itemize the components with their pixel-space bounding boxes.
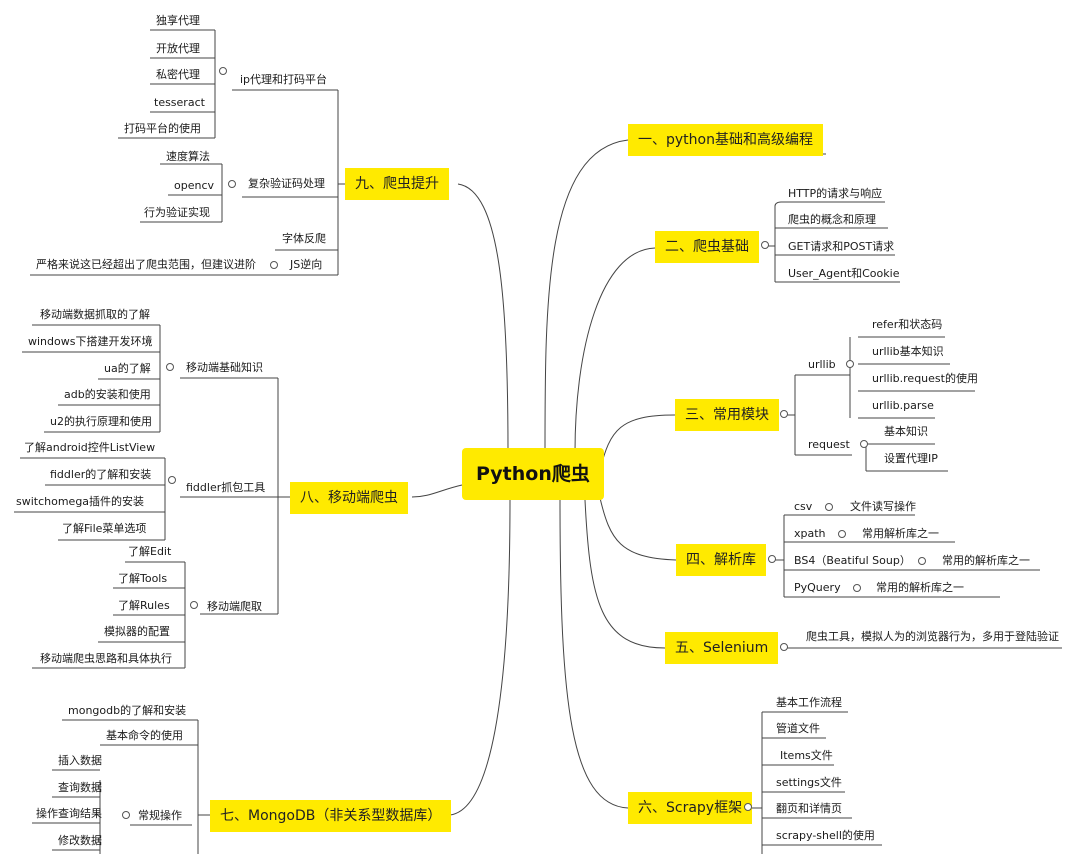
- leaf-item: scrapy-shell的使用: [776, 829, 875, 842]
- leaf-item: urllib.parse: [872, 399, 934, 412]
- leaf-item: ua的了解: [104, 362, 151, 375]
- subgroup-common-ops: 常规操作: [138, 809, 182, 822]
- root-node[interactable]: Python爬虫: [462, 448, 604, 500]
- subgroup-request: request: [808, 438, 850, 451]
- leaf-item: 基本命令的使用: [106, 729, 183, 742]
- branch-scrapy[interactable]: 六、Scrapy框架: [628, 792, 753, 824]
- leaf-item: GET请求和POST请求: [788, 240, 895, 253]
- subgroup-mobile-crawl: 移动端爬取: [207, 600, 262, 613]
- collapse-dot-icon[interactable]: [744, 803, 752, 811]
- leaf-item: 爬虫的概念和原理: [788, 213, 876, 226]
- leaf-item: 字体反爬: [282, 232, 326, 245]
- collapse-dot-icon[interactable]: [780, 410, 788, 418]
- subgroup-urllib: urllib: [808, 358, 836, 371]
- leaf-item: settings文件: [776, 776, 842, 789]
- collapse-dot-icon[interactable]: [853, 584, 861, 592]
- leaf-item: 了解Edit: [128, 545, 172, 558]
- collapse-dot-icon[interactable]: [860, 440, 868, 448]
- leaf-desc: 文件读写操作: [850, 500, 916, 513]
- leaf-item: u2的执行原理和使用: [50, 415, 152, 428]
- branch-mongodb[interactable]: 七、MongoDB（非关系型数据库）: [210, 800, 452, 832]
- collapse-dot-icon[interactable]: [768, 555, 776, 563]
- leaf-item: 基本知识: [884, 425, 928, 438]
- leaf-item: User_Agent和Cookie: [788, 267, 900, 280]
- leaf-item: PyQuery: [794, 581, 841, 594]
- leaf-item: 行为验证实现: [144, 206, 210, 219]
- branch-selenium[interactable]: 五、Selenium: [665, 632, 779, 664]
- leaf-item: HTTP的请求与响应: [788, 187, 883, 200]
- branch-parsing-libs[interactable]: 四、解析库: [676, 544, 766, 576]
- leaf-item: Items文件: [780, 749, 833, 762]
- leaf-item: 打码平台的使用: [124, 122, 201, 135]
- leaf-item: 插入数据: [58, 754, 102, 767]
- branch-common-modules[interactable]: 三、常用模块: [675, 399, 779, 431]
- collapse-dot-icon[interactable]: [825, 503, 833, 511]
- leaf-item: 了解File菜单选项: [62, 522, 147, 535]
- leaf-item: adb的安装和使用: [64, 388, 151, 401]
- collapse-dot-icon[interactable]: [219, 67, 227, 75]
- leaf-item: 了解Rules: [118, 599, 170, 612]
- collapse-dot-icon[interactable]: [122, 811, 130, 819]
- leaf-item: BS4（Beatiful Soup）: [794, 554, 911, 567]
- leaf-item: 模拟器的配置: [104, 625, 170, 638]
- leaf-item: 了解Tools: [118, 572, 168, 585]
- branch-crawler-advanced[interactable]: 九、爬虫提升: [345, 168, 449, 200]
- leaf-item: switchomega插件的安装: [16, 495, 145, 508]
- leaf-item: mongodb的了解和安装: [68, 704, 187, 717]
- branch-crawler-basics[interactable]: 二、爬虫基础: [655, 231, 759, 263]
- collapse-dot-icon[interactable]: [168, 476, 176, 484]
- leaf-item: 操作查询结果: [36, 807, 102, 820]
- collapse-dot-icon[interactable]: [190, 601, 198, 609]
- leaf-item: tesseract: [154, 96, 205, 109]
- subgroup-js-reverse: JS逆向: [290, 258, 323, 271]
- leaf-item: fiddler的了解和安装: [50, 468, 152, 481]
- leaf-item: refer和状态码: [872, 318, 943, 331]
- leaf-item: 私密代理: [156, 68, 200, 81]
- leaf-item: 管道文件: [776, 722, 820, 735]
- leaf-item: 移动端数据抓取的了解: [40, 308, 150, 321]
- leaf-item: 速度算法: [166, 150, 210, 163]
- collapse-dot-icon[interactable]: [761, 241, 769, 249]
- branch-mobile-crawler[interactable]: 八、移动端爬虫: [290, 482, 408, 514]
- leaf-item: 设置代理IP: [884, 452, 938, 465]
- leaf-item: opencv: [174, 179, 215, 192]
- leaf-desc: 常用的解析库之一: [876, 581, 964, 594]
- subgroup-mobile-basics: 移动端基础知识: [186, 361, 263, 374]
- leaf-item: 独享代理: [156, 14, 200, 27]
- subgroup-proxy-captcha: ip代理和打码平台: [240, 73, 328, 86]
- leaf-item: 修改数据: [58, 834, 102, 847]
- leaf-item: 移动端爬虫思路和具体执行: [40, 652, 172, 665]
- collapse-dot-icon[interactable]: [270, 261, 278, 269]
- branch-python-basics[interactable]: 一、python基础和高级编程: [628, 124, 823, 156]
- collapse-dot-icon[interactable]: [228, 180, 236, 188]
- leaf-item: 翻页和详情页: [776, 802, 842, 815]
- leaf-desc: 爬虫工具，模拟人为的浏览器行为，多用于登陆验证: [806, 630, 1059, 643]
- leaf-item: csv: [794, 500, 813, 513]
- leaf-desc: 常用的解析库之一: [942, 554, 1030, 567]
- collapse-dot-icon[interactable]: [166, 363, 174, 371]
- leaf-desc: 常用解析库之一: [862, 527, 939, 540]
- leaf-item: urllib基本知识: [872, 345, 944, 358]
- leaf-item: xpath: [794, 527, 826, 540]
- collapse-dot-icon[interactable]: [838, 530, 846, 538]
- collapse-dot-icon[interactable]: [846, 360, 854, 368]
- leaf-item: windows下搭建开发环境: [28, 335, 153, 348]
- subgroup-complex-captcha: 复杂验证码处理: [248, 177, 325, 190]
- collapse-dot-icon[interactable]: [780, 643, 788, 651]
- leaf-item: 基本工作流程: [776, 696, 842, 709]
- leaf-item: 了解android控件ListView: [24, 441, 156, 454]
- collapse-dot-icon[interactable]: [918, 557, 926, 565]
- leaf-item: 开放代理: [156, 42, 200, 55]
- leaf-item: urllib.request的使用: [872, 372, 978, 385]
- leaf-item: 查询数据: [58, 781, 102, 794]
- subgroup-fiddler: fiddler抓包工具: [186, 481, 266, 494]
- leaf-note: 严格来说这已经超出了爬虫范围，但建议进阶: [36, 258, 256, 271]
